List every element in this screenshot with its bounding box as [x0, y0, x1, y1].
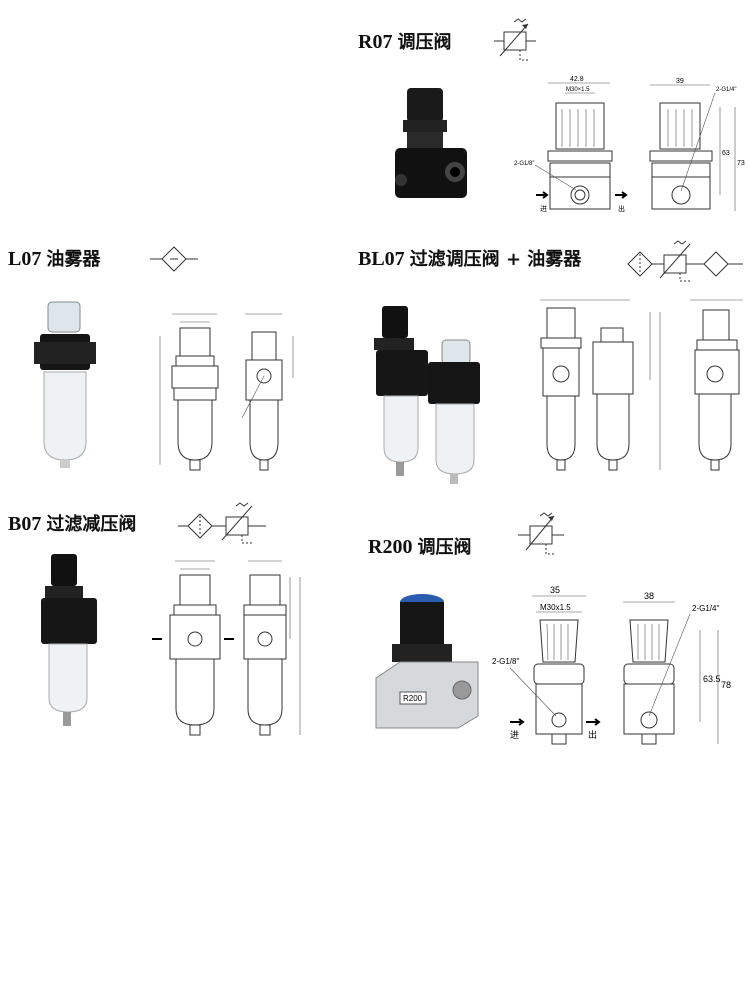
- body-label: R200: [403, 694, 423, 703]
- bl07-product-photo: [374, 306, 480, 484]
- model-code: L07: [8, 248, 42, 270]
- model-name: 调压阀: [397, 32, 452, 53]
- b07-product-photo: [41, 554, 97, 726]
- inlet-label: 进: [540, 205, 547, 213]
- model-code: BL07: [358, 248, 405, 270]
- dim-width-side: 39: [676, 78, 684, 85]
- dim-port-in: 2-G1/8": [492, 657, 519, 666]
- model-name: 过滤调压阀 + 油雾器: [409, 249, 582, 270]
- dim-port-in: 2-G1/8": [514, 161, 534, 167]
- dim-port-side: 2-G1/4": [692, 604, 719, 613]
- frl-symbol-icon: [627, 240, 743, 282]
- dim-width-front: 35: [550, 585, 560, 595]
- outlet-label: 出: [588, 729, 597, 740]
- l07-dimension-drawing: [159, 313, 294, 471]
- dim-width-side: 38: [644, 591, 654, 601]
- regulator-symbol-icon: [518, 512, 564, 555]
- dim-port-side: 2-G1/4": [716, 87, 736, 93]
- section-title-l07: L07 油雾器: [8, 245, 100, 271]
- dim-thread: M30x1.5: [540, 603, 571, 612]
- model-code: R200: [368, 536, 413, 558]
- dim-width-front: 42.8: [570, 76, 584, 83]
- dim-height-inner: 63: [722, 150, 730, 157]
- bl07-dimension-drawing: [540, 299, 743, 471]
- model-name: 调压阀: [417, 537, 472, 558]
- model-code: R07: [358, 31, 393, 53]
- inlet-label: 进: [510, 730, 519, 740]
- b07-dimension-drawing: [152, 560, 301, 736]
- lubricator-symbol-icon: [150, 246, 198, 272]
- r07-dimension-drawing: 42.8 M30×1.5 2-G1/8" 进 出 39 2-G1/4" 63 7…: [514, 76, 745, 213]
- dim-thread: M30×1.5: [566, 87, 590, 93]
- dim-height-total: 73: [737, 160, 745, 167]
- dim-height-inner: 63.5: [703, 674, 721, 684]
- l07-product-photo: [34, 301, 96, 468]
- r200-product-photo: R200: [375, 594, 479, 729]
- dim-height-total: 78: [721, 680, 731, 690]
- filter-regulator-symbol-icon: [178, 502, 266, 544]
- section-title-b07: B07 过滤减压阀: [8, 510, 136, 536]
- section-title-r07: R07 调压阀: [358, 28, 451, 54]
- section-title-r200: R200 调压阀: [368, 533, 471, 559]
- outlet-label: 出: [618, 204, 625, 213]
- model-name: 油雾器: [46, 249, 101, 270]
- r07-product-photo: [395, 88, 467, 198]
- r200-dimension-drawing: 35 M30x1.5 2-G1/8" 进 出 38 2-G1/4" 63.5 7…: [492, 585, 731, 745]
- regulator-symbol-icon: [494, 18, 536, 61]
- section-title-bl07: BL07 过滤调压阀 + 油雾器: [358, 245, 581, 271]
- model-name: 过滤减压阀: [46, 514, 137, 535]
- model-code: B07: [8, 513, 42, 535]
